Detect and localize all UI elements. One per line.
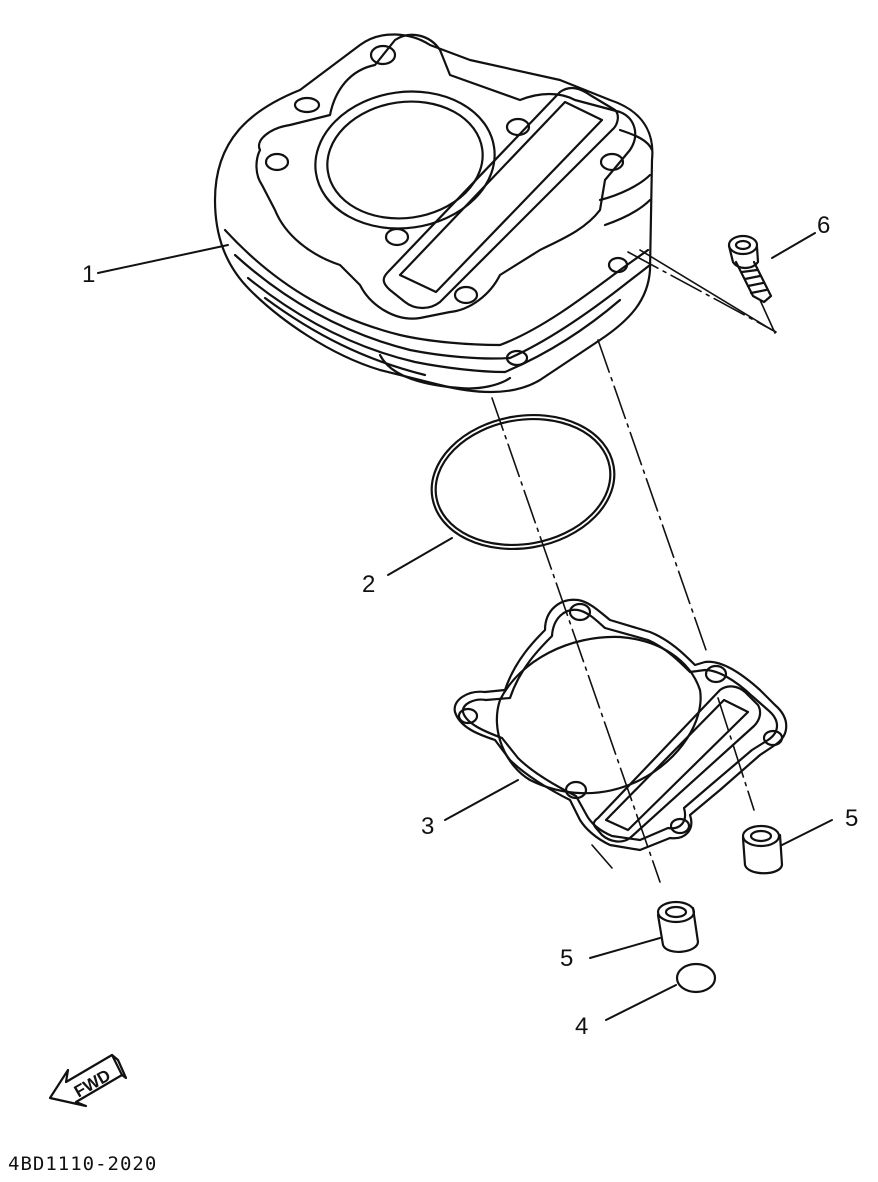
callout-5b: 5 (845, 805, 858, 832)
callout-1: 1 (82, 261, 95, 288)
dowel-pin-icon (656, 900, 700, 953)
fwd-arrow-icon (48, 1053, 128, 1108)
fwd-label: FWD (71, 1066, 114, 1102)
assembly-lines (491, 251, 777, 883)
callout-4: 4 (575, 1013, 588, 1040)
o-ring-icon (430, 413, 616, 551)
callout-2: 2 (362, 571, 375, 598)
gasket-icon (453, 598, 788, 852)
assembly-lines-solid (591, 249, 776, 869)
callout-5a: 5 (560, 945, 573, 972)
callout-6: 6 (817, 212, 830, 239)
cylinder-icon (213, 33, 654, 394)
drawing-code: 4BD1110-2020 (8, 1153, 157, 1175)
leader-lines (97, 232, 833, 1021)
dowel-pin-icon (741, 824, 784, 875)
washer-icon (675, 962, 717, 994)
bolt-icon (727, 234, 773, 304)
callout-3: 3 (421, 813, 434, 840)
